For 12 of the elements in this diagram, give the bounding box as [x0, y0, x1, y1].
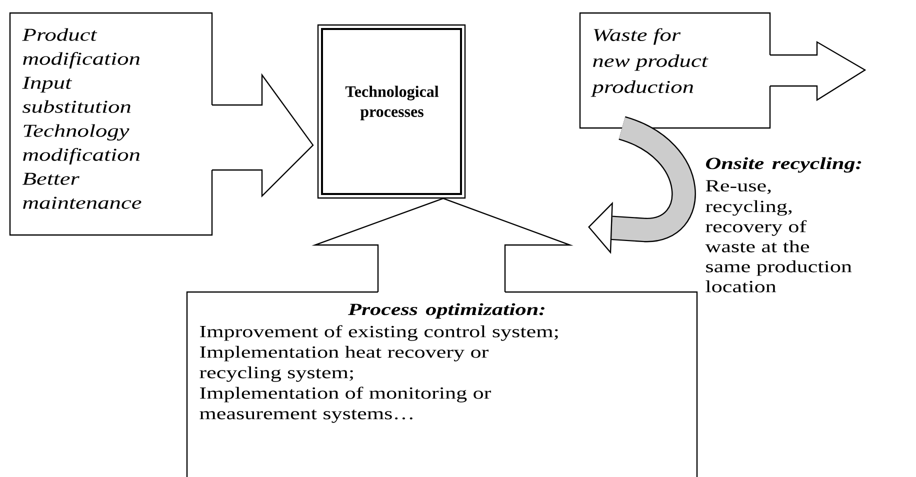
block-arrow [312, 198, 574, 293]
block-arrow [769, 40, 866, 102]
block-arrow [211, 73, 314, 198]
text-box: Process optimization: Improvement of existing control system; Implementation heat recovery or recycling system; Implementation of monitoring or measurement systems… [186, 291, 698, 477]
text-box: Technological processes [317, 24, 466, 199]
text-label: Re-use, [706, 180, 771, 194]
text-box: Waste for new product production [579, 12, 771, 129]
text-label: recovery of waste at the same production location [705, 220, 852, 292]
curved-arrow [588, 116, 696, 254]
text-box: Product modification Input substitution Technology modification Better maintenance [9, 12, 213, 236]
text-label: recycling, [706, 200, 792, 216]
text-label: Onsite recycling: [706, 157, 862, 173]
